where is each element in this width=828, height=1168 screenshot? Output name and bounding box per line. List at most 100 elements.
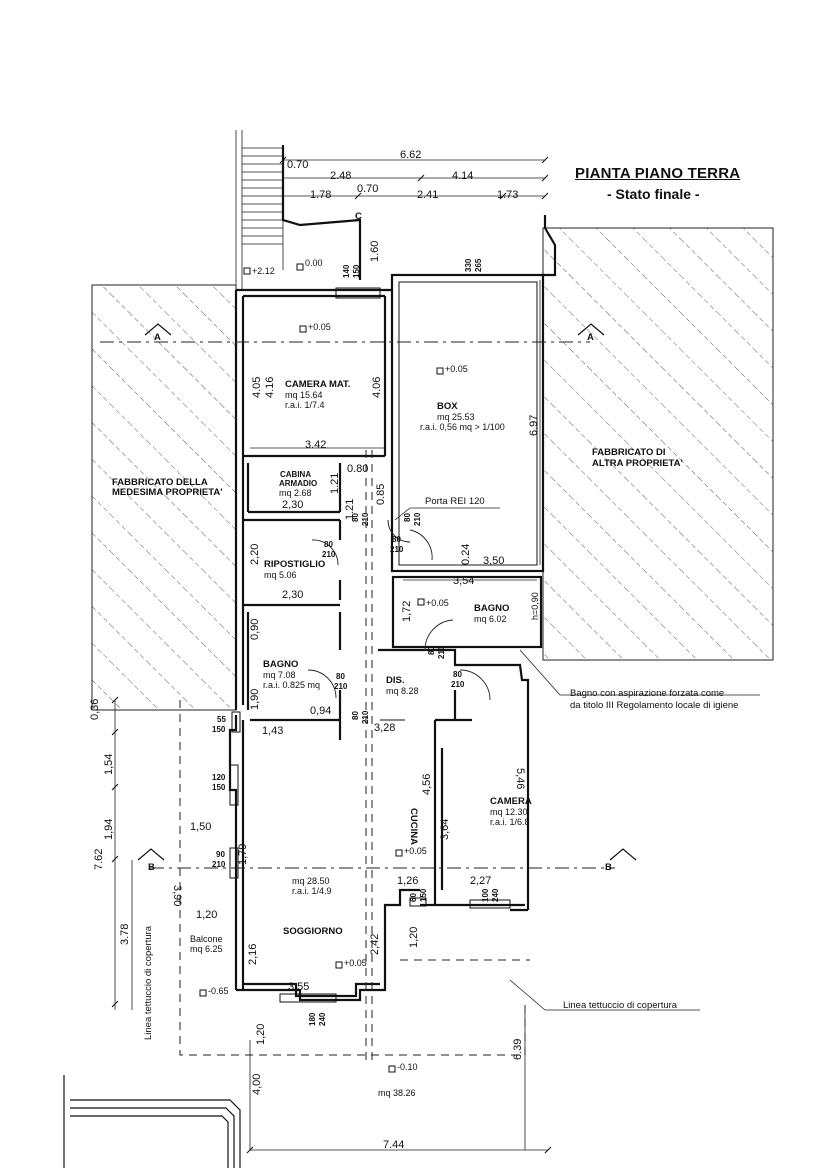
room-box-rai: r.a.i. 0,56 mq > 1/100 bbox=[420, 422, 505, 432]
room-camera-rai: r.a.i. 1/6.8 bbox=[490, 817, 530, 827]
opening-1-a: 140 bbox=[342, 264, 351, 278]
section-b-left: B bbox=[148, 862, 155, 873]
room-cabina-name-1: CABINA bbox=[280, 470, 312, 479]
section-a-right: A bbox=[587, 332, 594, 343]
door-swings bbox=[307, 519, 491, 701]
opening-5-a: 80 bbox=[324, 540, 333, 549]
opening-2-b: 265 bbox=[474, 258, 483, 272]
dim-3-78: 3.78 bbox=[119, 923, 131, 945]
opening-13-b: 150 bbox=[419, 888, 428, 902]
dim-4-05: 4.05 bbox=[251, 376, 263, 398]
dim-3-28: 3,28 bbox=[374, 722, 396, 734]
opening-9-b: 210 bbox=[361, 710, 370, 724]
walls bbox=[228, 145, 557, 1002]
dim-2-16: 2,16 bbox=[247, 943, 259, 965]
dim-4-14: 4.14 bbox=[452, 170, 474, 182]
opening-7-a: 80 bbox=[336, 672, 345, 681]
dim-1-43: 1,43 bbox=[262, 725, 284, 737]
opening-16-a: 80 bbox=[403, 513, 412, 522]
room-bagno1-area: mq 7.08 bbox=[263, 670, 296, 680]
level-label-1: +2.12 bbox=[252, 266, 275, 276]
dim-2-42: 2,42 bbox=[369, 933, 381, 955]
room-bagno1-name: BAGNO bbox=[263, 659, 299, 670]
dim-1-26: 1,26 bbox=[397, 875, 419, 887]
opening-15-a: 180 bbox=[308, 1012, 317, 1026]
left-building-hatch bbox=[91, 284, 237, 711]
bottom-left-fragment bbox=[63, 1075, 241, 1168]
dim-4-56: 4,56 bbox=[421, 773, 433, 795]
dim-0-85: 0.85 bbox=[375, 483, 387, 505]
dim-0-90a: 0,90 bbox=[249, 618, 261, 640]
dim-4-00: 4,00 bbox=[251, 1073, 263, 1095]
note-porta-rei: Porta REI 120 bbox=[425, 496, 485, 507]
note-bagno-aspirazione-2: da titolo III Regolamento locale di igie… bbox=[570, 700, 739, 711]
section-markers bbox=[137, 323, 637, 861]
opening-11-a: 120 bbox=[212, 773, 226, 782]
room-camera-mat-area: mq 15.64 bbox=[285, 390, 323, 400]
opening-1-b: 150 bbox=[352, 264, 361, 278]
windows bbox=[229, 287, 511, 1003]
room-soggiorno-name: SOGGIORNO bbox=[283, 926, 343, 937]
page-title: PIANTA PIANO TERRA bbox=[575, 165, 741, 182]
dim-1-60: 1.60 bbox=[369, 240, 381, 262]
dim-1-50: 1,50 bbox=[190, 821, 212, 833]
dim-0-36: 0,36 bbox=[89, 698, 101, 720]
dim-3-90: 3,90 bbox=[171, 885, 183, 907]
dim-6-62: 6.62 bbox=[400, 149, 422, 161]
dim-1-20b: 1,20 bbox=[408, 926, 420, 948]
opening-10-a: 55 bbox=[217, 715, 226, 724]
note-linea-tettuccio: Linea tettuccio di copertura bbox=[563, 1000, 678, 1011]
dim-3-64: 3,64 bbox=[439, 818, 451, 840]
dim-2-41: 2.41 bbox=[417, 189, 439, 201]
dimension-lines bbox=[114, 159, 760, 1151]
level-label-6: +0.05 bbox=[404, 846, 427, 856]
dim-1-79: 1,79 bbox=[237, 843, 249, 865]
dim-3-55: 3,55 bbox=[288, 981, 310, 993]
room-cabina-name-2: ARMADIO bbox=[279, 479, 318, 488]
dim-1-54: 1,54 bbox=[103, 753, 115, 775]
right-building-label-2: ALTRA PROPRIETA' bbox=[592, 458, 683, 469]
dim-h-0-90: h=0,90 bbox=[530, 592, 540, 620]
dim-1-72: 1,72 bbox=[401, 600, 413, 622]
room-bagno2-name: BAGNO bbox=[474, 603, 510, 614]
opening-5-b: 210 bbox=[322, 550, 336, 559]
page-subtitle: - Stato finale - bbox=[607, 186, 700, 202]
room-cucina-name: CUCINA bbox=[408, 808, 419, 845]
room-ripostiglio-area: mq 5.06 bbox=[264, 570, 297, 580]
dim-0-24: 0.24 bbox=[460, 543, 472, 565]
opening-14-b: 240 bbox=[491, 888, 500, 902]
dim-1-21a: 1.21 bbox=[329, 472, 341, 494]
opening-12-b: 210 bbox=[212, 860, 226, 869]
opening-15-b: 240 bbox=[318, 1012, 327, 1026]
left-building-label-2: MEDESIMA PROPRIETA' bbox=[112, 487, 223, 498]
dim-6-97: 6.97 bbox=[528, 414, 540, 436]
dim-5-46: 5,46 bbox=[514, 768, 526, 790]
opening-13-a: 60 bbox=[409, 893, 418, 902]
opening-9-a: 80 bbox=[351, 711, 360, 720]
level-label-5: +0.05 bbox=[426, 598, 449, 608]
dim-2-30b: 2,30 bbox=[282, 589, 304, 601]
dim-6-39: 6.39 bbox=[512, 1038, 524, 1060]
opening-3-b: 210 bbox=[361, 512, 370, 526]
dim-2-48: 2.48 bbox=[330, 170, 352, 182]
opening-4-b: 210 bbox=[390, 545, 404, 554]
dim-7-44: 7.44 bbox=[383, 1139, 405, 1151]
opening-16-b: 210 bbox=[413, 512, 422, 526]
level-label-2: 0.00 bbox=[305, 258, 323, 268]
right-building-label-1: FABBRICATO DI bbox=[592, 447, 666, 458]
room-box-name: BOX bbox=[437, 401, 458, 412]
level-label-9: -0.10 bbox=[397, 1062, 418, 1072]
dim-0-80: 0.80 bbox=[347, 463, 369, 475]
opening-10-b: 150 bbox=[212, 725, 226, 734]
note-bagno-aspirazione-1: Bagno con aspirazione forzata come bbox=[570, 688, 725, 699]
room-box-area: mq 25.53 bbox=[437, 412, 475, 422]
dim-0-94: 0,94 bbox=[310, 705, 332, 717]
note-linea-tettuccio-left: Linea tettuccio di copertura bbox=[143, 925, 154, 1040]
level-label-7: +0.05 bbox=[344, 958, 367, 968]
level-label-4: +0.05 bbox=[445, 364, 468, 374]
opening-11-b: 150 bbox=[212, 783, 226, 792]
dim-7-62: 7.62 bbox=[93, 848, 105, 870]
dim-3-42: 3.42 bbox=[305, 439, 327, 451]
room-cabina-area: mq 2.68 bbox=[279, 488, 312, 498]
